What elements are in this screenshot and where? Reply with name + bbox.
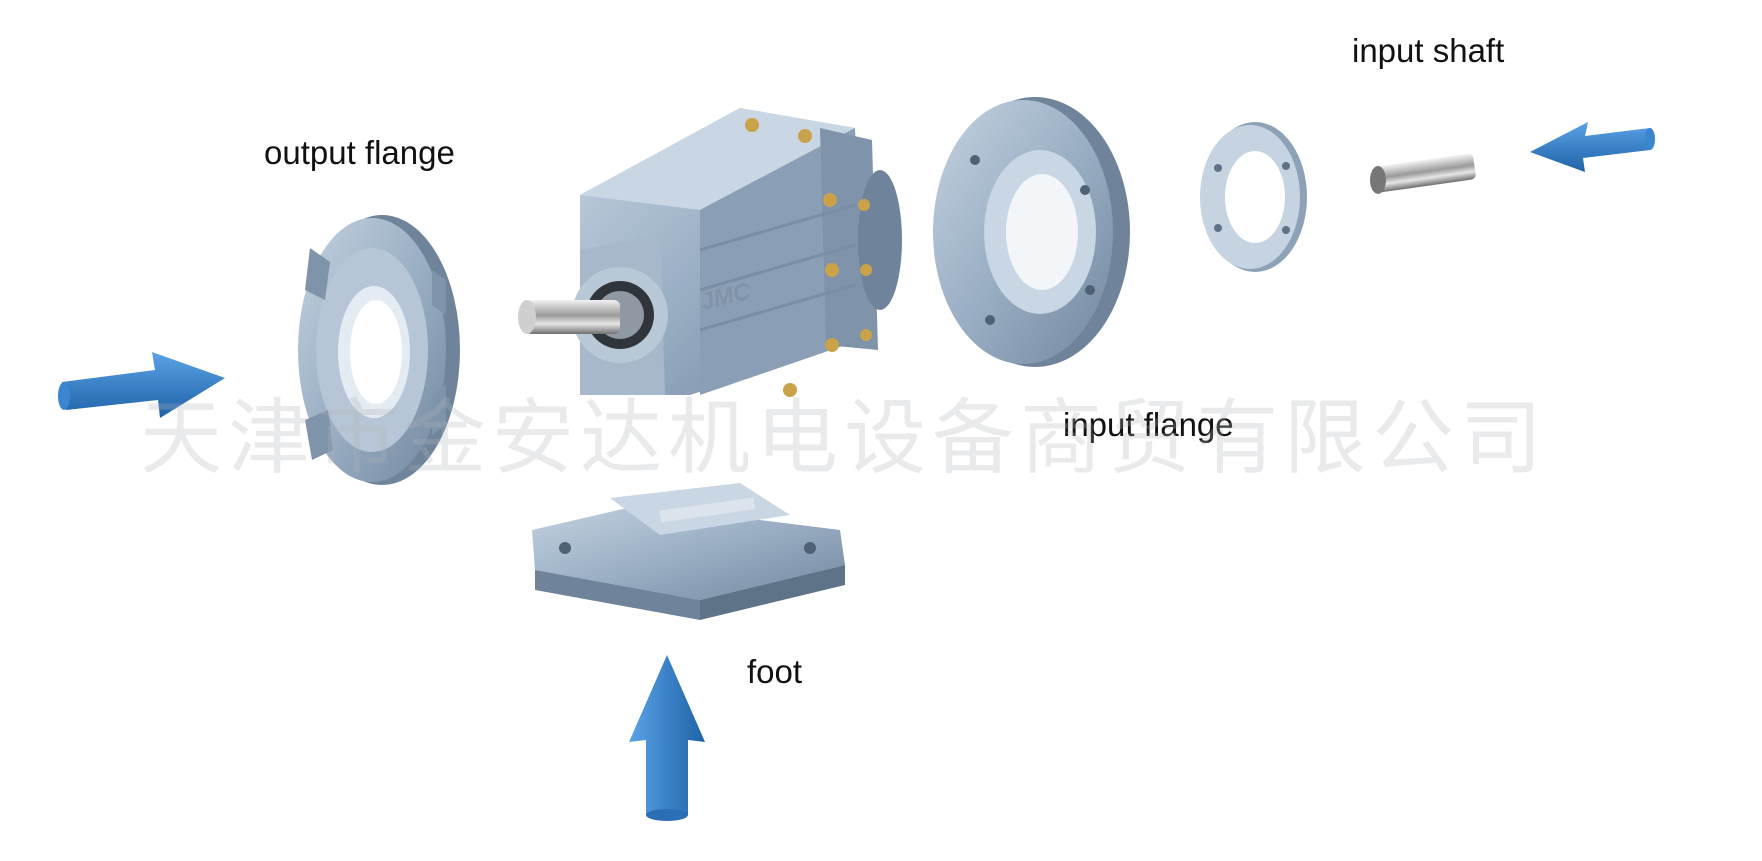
input-shaft-part [1370, 153, 1476, 194]
input-adapter-ring-part [1200, 122, 1307, 272]
input-flange-part [933, 97, 1130, 367]
arrow-left-icon [1530, 122, 1655, 172]
arrow-right-icon [58, 352, 225, 418]
input-shaft-label: input shaft [1352, 32, 1505, 69]
arrow-up-icon [629, 655, 705, 821]
input-flange-label: input flange [1063, 406, 1234, 443]
foot-label: foot [747, 653, 803, 690]
output-flange-label: output flange [264, 134, 455, 171]
foot-part [532, 483, 845, 620]
gearbox-housing-part [518, 108, 902, 397]
output-flange-part [298, 215, 460, 485]
